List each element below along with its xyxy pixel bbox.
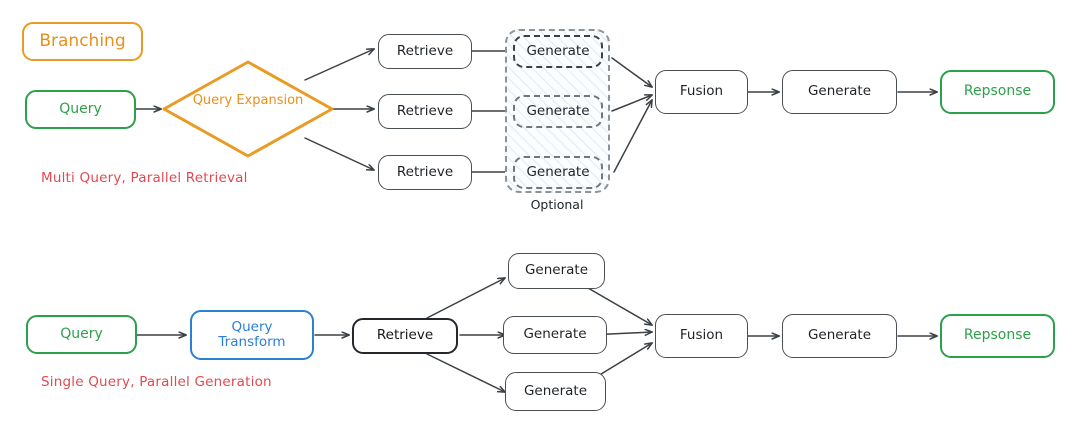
query-transform-label-line1: Query xyxy=(231,318,273,335)
top-retrieve-node-2[interactable]: Retrieve xyxy=(378,94,472,129)
optional-group-caption: Optional xyxy=(487,197,627,212)
bottom-generate-node-1[interactable]: Generate xyxy=(508,253,605,289)
wire-expansion-to-retrieve3 xyxy=(304,137,374,170)
bottom-query-label: Query xyxy=(60,325,103,342)
top-row-caption-label: Multi Query, Parallel Retrieval xyxy=(41,170,248,186)
wire-bottom-retrieve-to-generate3 xyxy=(426,353,505,392)
wire-bottom-generate1-to-fusion xyxy=(587,287,652,325)
bottom-generate-label-2: Generate xyxy=(523,326,587,343)
bottom-generate-node-3[interactable]: Generate xyxy=(505,372,606,411)
wire-bottom-retrieve-to-generate1 xyxy=(426,278,505,319)
top-generate-final-label: Generate xyxy=(807,83,872,100)
top-generate-final-node[interactable]: Generate xyxy=(782,70,897,114)
bottom-response-label: Repsonse xyxy=(963,327,1032,344)
bottom-response-node[interactable]: Repsonse xyxy=(940,314,1055,358)
bottom-generate-label-1: Generate xyxy=(524,262,589,279)
branching-chip: Branching xyxy=(22,22,143,61)
wire-generate3-to-fusion xyxy=(613,100,652,173)
top-retrieve-label-1: Retrieve xyxy=(396,42,454,59)
top-fusion-node[interactable]: Fusion xyxy=(655,70,748,114)
top-generate-node-3[interactable]: Generate xyxy=(513,156,603,189)
wire-generate2-to-fusion xyxy=(611,95,652,112)
top-retrieve-node-1[interactable]: Retrieve xyxy=(378,34,472,69)
bottom-row-caption: Single Query, Parallel Generation xyxy=(41,374,272,390)
wire-expansion-to-retrieve1 xyxy=(304,49,374,81)
bottom-generate-final-label: Generate xyxy=(807,327,872,344)
optional-caption-label: Optional xyxy=(530,197,584,212)
query-expansion-label: Query Expansion xyxy=(168,93,328,109)
top-row-caption: Multi Query, Parallel Retrieval xyxy=(41,170,248,186)
top-generate-label-2: Generate xyxy=(526,102,590,119)
top-query-node[interactable]: Query xyxy=(25,90,136,129)
bottom-generate-label-3: Generate xyxy=(523,382,588,399)
wire-generate1-to-fusion xyxy=(611,57,652,87)
top-retrieve-label-3: Retrieve xyxy=(396,163,454,180)
bottom-generate-final-node[interactable]: Generate xyxy=(782,314,897,358)
query-expansion-label-line2: Expansion xyxy=(236,93,304,108)
top-generate-label-1: Generate xyxy=(526,42,590,59)
bottom-query-node[interactable]: Query xyxy=(26,315,137,354)
top-fusion-label: Fusion xyxy=(679,83,724,100)
top-retrieve-label-2: Retrieve xyxy=(396,102,454,119)
bottom-row-caption-label: Single Query, Parallel Generation xyxy=(41,374,272,390)
top-generate-label-3: Generate xyxy=(526,163,590,180)
top-generate-node-2[interactable]: Generate xyxy=(513,95,603,128)
bottom-fusion-label: Fusion xyxy=(679,327,724,344)
branching-chip-label: Branching xyxy=(39,30,126,51)
bottom-fusion-node[interactable]: Fusion xyxy=(655,314,748,358)
query-transform-label-line2: Transform xyxy=(218,334,286,350)
bottom-generate-node-2[interactable]: Generate xyxy=(503,316,607,354)
query-expansion-label-line1: Query xyxy=(192,93,233,108)
top-response-node[interactable]: Repsonse xyxy=(940,70,1055,114)
query-expansion-diamond[interactable] xyxy=(160,58,336,160)
query-transform-node[interactable]: Query Transform xyxy=(190,310,314,360)
top-retrieve-node-3[interactable]: Retrieve xyxy=(378,155,472,190)
bottom-retrieve-node[interactable]: Retrieve xyxy=(352,318,458,354)
top-response-label: Repsonse xyxy=(963,83,1032,100)
top-query-label: Query xyxy=(59,100,102,117)
top-generate-node-1[interactable]: Generate xyxy=(513,35,603,68)
bottom-retrieve-label: Retrieve xyxy=(376,327,434,344)
